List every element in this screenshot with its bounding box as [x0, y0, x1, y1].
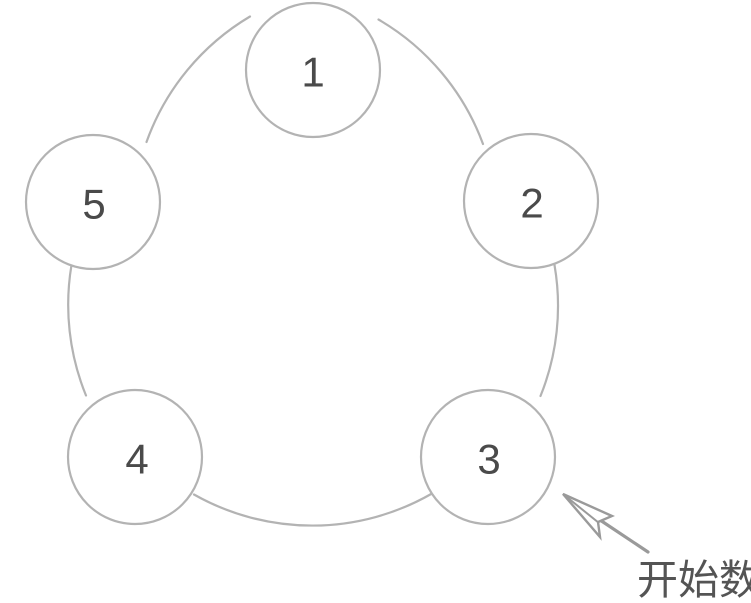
node-5[interactable]: 5: [24, 133, 162, 271]
node-4-label: 4: [125, 436, 148, 483]
edge-5-to-1: [145, 15, 252, 144]
node-3-circle[interactable]: [419, 388, 557, 526]
node-2-label: 2: [520, 180, 543, 227]
edge-3-to-4: [192, 492, 434, 527]
edge-4-to-5: [67, 263, 88, 397]
start-annotation-label: 开始数: [637, 556, 751, 603]
edge-1-to-2: [377, 18, 485, 146]
node-2[interactable]: 2: [462, 132, 600, 270]
arrow-shaft: [595, 516, 650, 554]
node-4-circle[interactable]: [66, 388, 204, 526]
node-1-label: 1: [301, 49, 324, 96]
node-5-circle[interactable]: [24, 133, 162, 271]
edge-2-to-3: [539, 263, 560, 398]
arrow-head-crease: [562, 493, 600, 524]
node-1-circle[interactable]: [244, 1, 382, 139]
node-3-label: 3: [477, 436, 500, 483]
start-annotation-arrow: [562, 492, 650, 554]
node-3[interactable]: 3: [419, 388, 557, 526]
node-5-label: 5: [82, 181, 105, 228]
edge-group: [67, 15, 560, 527]
node-2-circle[interactable]: [462, 132, 600, 270]
node-4[interactable]: 4: [66, 388, 204, 526]
node-1[interactable]: 1: [244, 1, 382, 139]
